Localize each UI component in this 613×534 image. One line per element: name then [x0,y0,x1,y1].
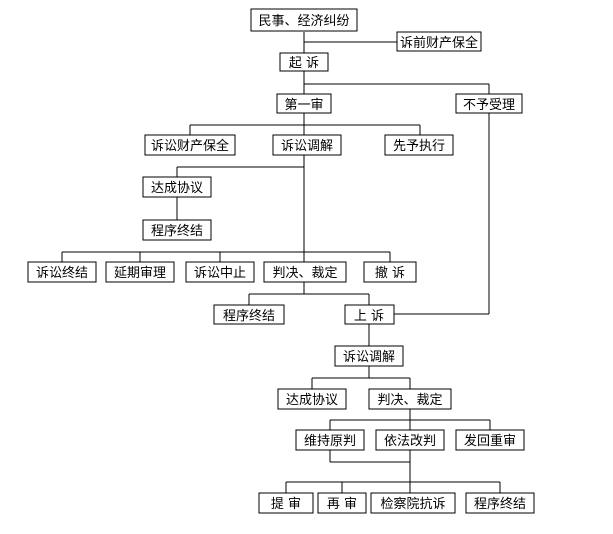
node-panjue-caiding-2: 判决、裁定 [368,388,452,410]
node-minshi-jingji-jiufen: 民事、经济纠纷 [250,8,358,32]
node-label: 民事、经济纠纷 [258,14,349,29]
node-label: 诉讼终结 [36,265,88,281]
node-zaishen: 再 审 [317,492,367,514]
node-jianchayuan-kangsu: 检察院抗诉 [370,492,456,514]
node-label: 依法改判 [384,434,436,449]
node-dacheng-xieyi: 达成协议 [142,176,212,198]
node-chengxu-zhongjie-1: 程序终结 [142,219,212,241]
node-susong-caichan-baoquan: 诉讼财产保全 [144,134,236,156]
node-label: 达成协议 [151,181,203,196]
node-label: 检察院抗诉 [380,497,445,512]
node-weichi-yuanpan: 维持原判 [295,429,365,451]
node-label: 起 诉 [289,56,319,71]
node-dacheng-xieyi-2: 达成协议 [277,388,347,410]
node-label: 程序终结 [474,496,526,512]
node-label: 程序终结 [151,223,203,239]
node-label: 维持原判 [304,434,356,449]
node-label: 不予受理 [463,98,515,113]
node-tishen: 提 审 [258,492,314,514]
node-suqian-caichan-baoquan: 诉前财产保全 [396,31,482,52]
node-yifa-gaipan: 依法改判 [375,429,445,451]
node-label: 上 诉 [354,309,384,324]
node-label: 判决、裁定 [377,392,442,408]
node-label: 再 审 [327,497,357,512]
node-label: 诉前财产保全 [400,35,478,51]
node-yanqi-shenli: 延期审理 [105,261,175,283]
node-label: 撤 诉 [375,265,405,281]
node-label: 延期审理 [114,266,166,281]
node-xianyu-zhixing: 先予执行 [384,134,454,156]
node-susong-zhongjie: 诉讼终结 [27,261,97,283]
node-susong-tiaojie-2: 诉讼调解 [334,345,404,367]
node-label: 达成协议 [286,393,338,408]
node-label: 诉讼财产保全 [151,138,229,154]
node-panjue-caiding-1: 判决、裁定 [263,261,347,283]
node-buyu-shouli: 不予受理 [455,93,523,114]
node-qisu: 起 诉 [279,52,329,72]
node-chengxu-zhongjie-2: 程序终结 [213,304,285,325]
node-label: 诉讼调解 [281,139,333,154]
node-label: 诉讼中止 [194,266,246,281]
node-label: 诉讼调解 [343,350,395,365]
node-susong-tiaojie: 诉讼调解 [272,134,342,156]
node-label: 提 审 [271,496,301,512]
node-label: 第一审 [284,98,323,113]
node-chesu: 撤 诉 [363,261,417,283]
node-label: 判决、裁定 [272,265,337,281]
node-label: 程序终结 [223,308,275,324]
node-shangsu: 上 诉 [344,304,395,325]
node-susong-zhongzhi: 诉讼中止 [185,261,255,283]
node-label: 先予执行 [393,139,445,154]
node-label: 发回重审 [464,433,516,449]
node-chengxu-zhongjie-3: 程序终结 [465,492,535,514]
node-fahui-chongshen: 发回重审 [455,429,525,451]
connectors [61,32,501,493]
node-diyishen: 第一审 [276,93,332,114]
